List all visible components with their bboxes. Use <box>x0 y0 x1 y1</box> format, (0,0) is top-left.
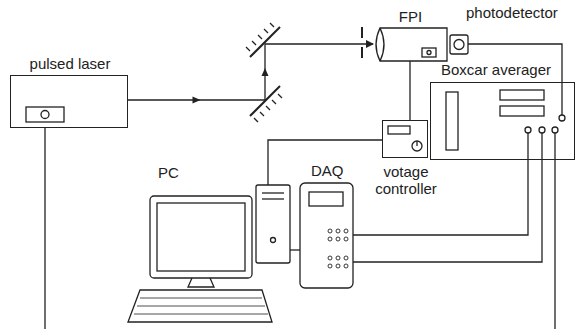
node-label: pulsed laser <box>30 55 111 72</box>
mirror <box>250 86 282 122</box>
photodetector-body <box>450 35 468 54</box>
pc: PC <box>150 185 290 288</box>
connector <box>353 160 542 262</box>
boxcar-display <box>446 92 458 150</box>
pc-tower <box>256 185 290 263</box>
connector <box>290 249 300 250</box>
fpi-connector <box>427 51 431 55</box>
boxcar-panel <box>500 90 544 100</box>
node-label: DAQ <box>311 162 344 179</box>
laser-button <box>41 111 49 119</box>
beam-arrow <box>193 97 201 104</box>
laser-box: pulsed laser <box>10 75 128 128</box>
fpi: FPI <box>373 28 448 61</box>
terminal <box>559 115 565 121</box>
terminal <box>525 127 531 133</box>
aperture <box>361 27 363 38</box>
daq-display <box>309 192 343 206</box>
monitor-stand <box>188 278 214 287</box>
photodetector: photodetector <box>450 35 468 54</box>
laser-panel <box>26 107 64 122</box>
photodetector-lens <box>454 40 464 50</box>
keyboard <box>128 290 272 322</box>
connector <box>128 44 373 100</box>
mirror <box>246 23 280 57</box>
connector <box>353 160 528 235</box>
monitor <box>150 196 252 278</box>
pc-slot <box>262 192 284 193</box>
pc-slot <box>262 198 284 199</box>
daq: DAQ <box>300 183 353 288</box>
wire-stub <box>527 133 528 160</box>
keyboard-keys <box>134 298 268 314</box>
terminal <box>539 127 545 133</box>
controller-display <box>388 126 410 134</box>
trigger-wire <box>554 133 555 329</box>
voltage-controller: votage controller <box>382 120 428 158</box>
boxcar-averager: Boxcar averager <box>430 82 575 160</box>
fpi-window <box>380 28 384 61</box>
wire-stub <box>541 133 542 160</box>
node-label: PC <box>158 164 179 181</box>
daq-body <box>300 183 353 288</box>
terminal <box>552 127 558 133</box>
controller-knob <box>412 141 422 151</box>
node-label: votage controller <box>366 163 446 198</box>
controller-knob <box>416 141 417 146</box>
monitor-screen <box>157 203 245 271</box>
pc-button <box>271 238 276 243</box>
aperture <box>361 47 363 58</box>
node-label: Boxcar averager <box>441 61 551 78</box>
wire-stub <box>561 82 562 115</box>
trigger-wire <box>44 128 45 329</box>
connector <box>268 140 382 185</box>
boxcar-panel <box>500 106 544 116</box>
daq-terminals <box>328 229 348 268</box>
node-label: photodetector <box>466 4 558 21</box>
node-label: FPI <box>399 8 422 25</box>
fpi-connector <box>422 48 436 57</box>
connector <box>409 61 410 120</box>
beam-arrow <box>262 68 269 76</box>
fpi-body <box>376 28 447 61</box>
